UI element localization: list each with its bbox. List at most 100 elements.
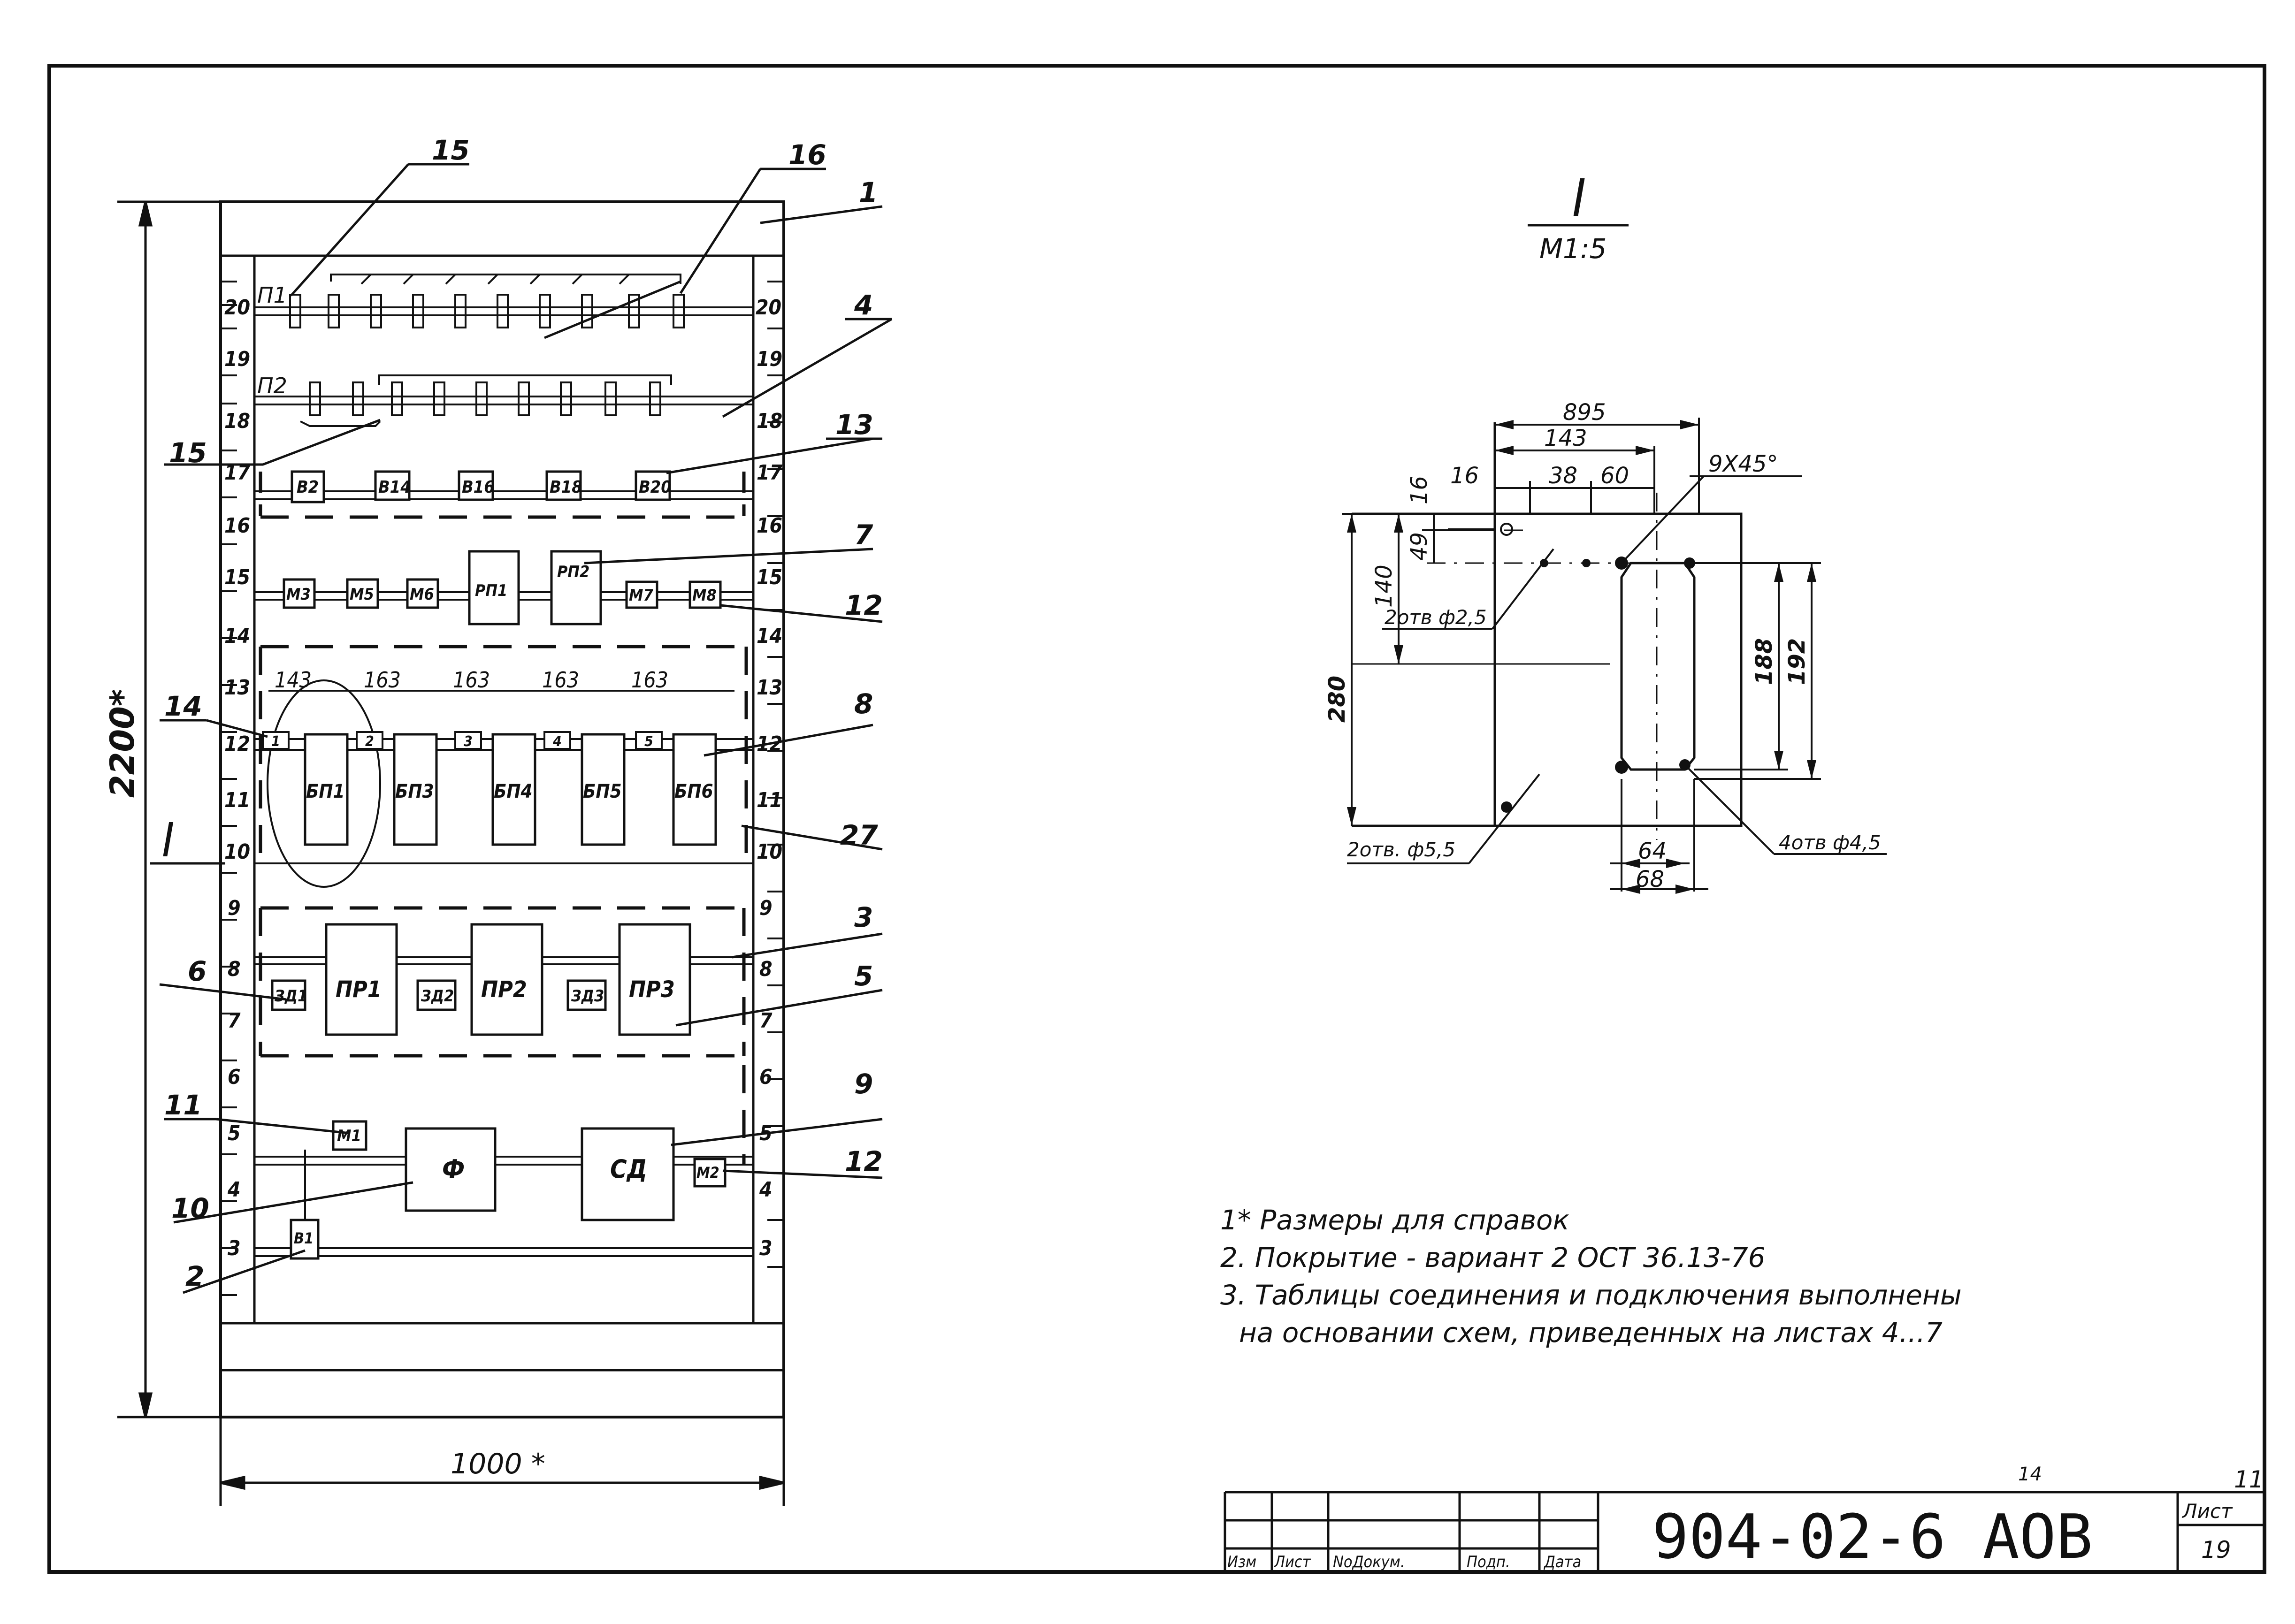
row-number-right: 13 bbox=[757, 676, 782, 700]
block-zd3-label: ЗД3 bbox=[571, 987, 604, 1006]
bp-tag-number: 4 bbox=[552, 733, 562, 750]
drawing-frame bbox=[47, 64, 2266, 1574]
detail-scale: М1:5 bbox=[1539, 233, 1606, 265]
row-number-left: 5 bbox=[228, 1121, 241, 1145]
callout-7: 7 bbox=[854, 519, 873, 551]
block-v2-label: В2 bbox=[297, 478, 319, 497]
block-v14-label: В14 bbox=[378, 478, 411, 497]
callout-3: 3 bbox=[854, 901, 873, 933]
callout-4: 4 bbox=[854, 289, 873, 321]
height-dimension: 2200* bbox=[103, 689, 142, 798]
callout-15b: 15 bbox=[169, 437, 207, 469]
row-number-right: 15 bbox=[757, 565, 782, 589]
terminal-row-p2 bbox=[254, 374, 753, 427]
dim-143: 143 bbox=[1544, 425, 1587, 451]
row-number-right: 4 bbox=[759, 1178, 773, 1202]
callout-12: 12 bbox=[845, 589, 883, 621]
block-pr2 bbox=[470, 923, 543, 1036]
block-bp1-label: БП1 bbox=[306, 781, 345, 802]
row-number-left: 11 bbox=[224, 788, 250, 812]
dim-16v: 16 bbox=[1406, 476, 1432, 504]
block-m1-label: М1 bbox=[337, 1127, 361, 1145]
block-bp4-label: БП4 bbox=[494, 781, 533, 802]
bp-dim-163: 163 bbox=[453, 667, 490, 693]
block-m2-label: М2 bbox=[696, 1164, 719, 1182]
callout-11: 11 bbox=[164, 1089, 202, 1121]
row-number-right: 11 bbox=[757, 788, 782, 812]
row-number-left: 12 bbox=[224, 732, 250, 756]
sheet-label: Лист bbox=[2181, 1500, 2233, 1523]
block-v1-label: В1 bbox=[294, 1229, 314, 1247]
callout-5: 5 bbox=[854, 960, 873, 992]
block-v1 bbox=[290, 1219, 320, 1260]
block-v16-label: В16 bbox=[462, 478, 495, 497]
above-sheet-number: 14 bbox=[2018, 1464, 2042, 1485]
bp-tag-number: 3 bbox=[464, 733, 473, 750]
note-3: 3. Таблицы соединения и подключения выпо… bbox=[1220, 1279, 1962, 1311]
sheet-total: 11 bbox=[2234, 1466, 2264, 1493]
block-m8 bbox=[688, 580, 722, 609]
row-number-left: 7 bbox=[228, 1009, 241, 1033]
block-zd2 bbox=[416, 979, 457, 1011]
dim-68: 68 bbox=[1636, 866, 1664, 892]
bp-tag-number: 2 bbox=[365, 733, 374, 750]
block-pr3 bbox=[618, 923, 691, 1036]
block-m7-label: М7 bbox=[629, 586, 653, 605]
row-number-left: 3 bbox=[228, 1236, 241, 1260]
callout-10: 10 bbox=[171, 1192, 209, 1224]
row-number-left: 15 bbox=[224, 565, 250, 589]
block-m3 bbox=[283, 578, 316, 609]
doc-code: 904-02-6 АОВ bbox=[1652, 1501, 2093, 1572]
bp-dim-163: 163 bbox=[542, 667, 579, 693]
tb-col-sign: Подп. bbox=[1467, 1553, 1510, 1571]
callout-27: 27 bbox=[840, 819, 878, 851]
row-number-left: 19 bbox=[224, 347, 250, 371]
block-pr1 bbox=[325, 923, 398, 1036]
row-number-right: 7 bbox=[759, 1009, 773, 1033]
block-bp6-label: БП6 bbox=[674, 781, 713, 802]
tb-col-list: Лист bbox=[1274, 1553, 1311, 1571]
bp-dim-163: 163 bbox=[364, 667, 401, 693]
hole-mark bbox=[1582, 559, 1591, 567]
row-number-left: 16 bbox=[224, 514, 250, 538]
row-number-right: 10 bbox=[757, 840, 782, 864]
dim-192: 192 bbox=[1784, 638, 1810, 685]
block-f bbox=[405, 1127, 497, 1212]
dim-140: 140 bbox=[1371, 564, 1397, 608]
callout-16: 16 bbox=[788, 139, 826, 171]
row-number-left: 9 bbox=[228, 896, 241, 920]
note-3-cont: на основании схем, приведенных на листах… bbox=[1239, 1317, 1943, 1349]
block-bp4 bbox=[491, 733, 536, 846]
block-pr1-label: ПР1 bbox=[336, 976, 382, 1003]
row-number-right: 20 bbox=[756, 296, 781, 320]
row-number-right: 9 bbox=[759, 896, 773, 920]
block-zd3 bbox=[566, 979, 607, 1011]
row-number-right: 14 bbox=[757, 624, 782, 648]
block-m3-label: М3 bbox=[286, 585, 311, 604]
block-m6 bbox=[406, 578, 439, 609]
block-sd bbox=[581, 1127, 675, 1221]
note-1: 1* Размеры для справок bbox=[1220, 1204, 1569, 1236]
block-v18-label: В18 bbox=[550, 478, 582, 497]
callout-1: 1 bbox=[859, 176, 878, 208]
dim-38: 38 bbox=[1549, 463, 1577, 489]
hole-4x45-note: 4отв ф4,5 bbox=[1779, 831, 1881, 854]
callout-15: 15 bbox=[432, 134, 470, 166]
row-number-right: 6 bbox=[759, 1065, 773, 1089]
hole-mark bbox=[1501, 801, 1512, 813]
block-rp2-label: РП2 bbox=[557, 563, 589, 581]
block-rp1 bbox=[468, 550, 520, 625]
p1-label: П1 bbox=[257, 282, 287, 308]
chamfer-9x45: 9Х45° bbox=[1708, 451, 1778, 477]
block-bp3 bbox=[393, 733, 438, 846]
block-zd1 bbox=[271, 979, 306, 1011]
block-bp6 bbox=[672, 733, 717, 846]
row-number-right: 3 bbox=[759, 1236, 773, 1260]
block-bp5-label: БП5 bbox=[583, 781, 622, 802]
bp-tag bbox=[262, 731, 290, 750]
block-v20 bbox=[635, 470, 671, 501]
dim-64: 64 bbox=[1638, 838, 1667, 864]
bp-dim-163: 163 bbox=[631, 667, 668, 693]
block-f-label: Ф bbox=[442, 1154, 465, 1184]
callout-6: 6 bbox=[188, 955, 207, 987]
